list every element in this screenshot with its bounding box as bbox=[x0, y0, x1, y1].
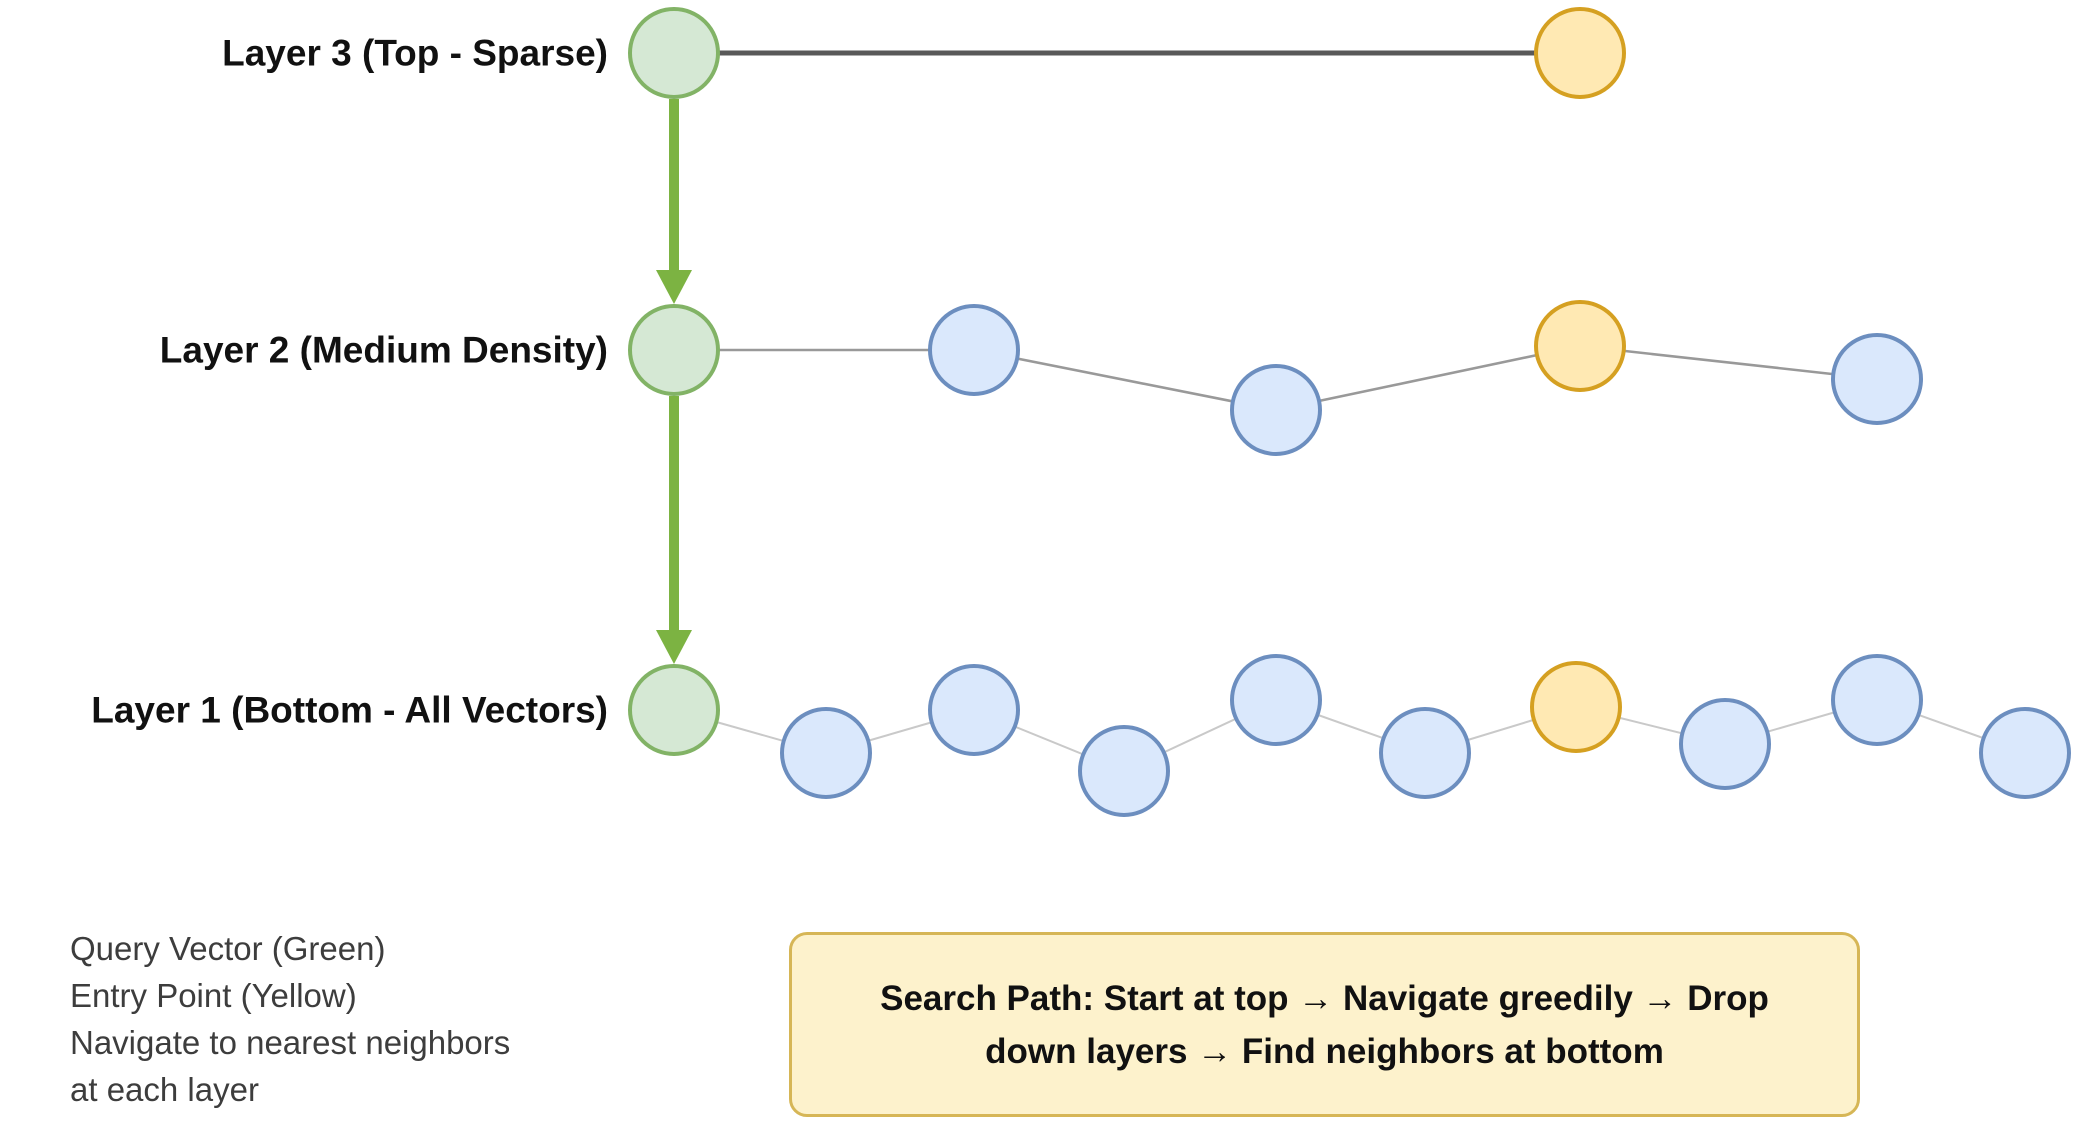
node-entry bbox=[1534, 300, 1626, 392]
legend-line: Entry Point (Yellow) bbox=[70, 977, 357, 1014]
node-vector bbox=[1979, 707, 2071, 799]
nodes-group bbox=[628, 7, 2071, 817]
node-vector bbox=[1230, 364, 1322, 456]
node-query bbox=[628, 304, 720, 396]
node-vector bbox=[1379, 707, 1471, 799]
node-entry bbox=[1534, 7, 1626, 99]
legend-line: at each layer bbox=[70, 1071, 259, 1108]
node-query bbox=[628, 664, 720, 756]
search-path-box: Search Path: Start at top → Navigate gre… bbox=[789, 932, 1860, 1117]
layer-labels-group: Layer 3 (Top - Sparse) Layer 2 (Medium De… bbox=[91, 33, 608, 731]
legend-line: Query Vector (Green) bbox=[70, 930, 386, 967]
search-path-line1: Search Path: Start at top → Navigate gre… bbox=[880, 978, 1769, 1018]
node-query bbox=[628, 7, 720, 99]
node-vector bbox=[1831, 654, 1923, 746]
node-vector bbox=[928, 664, 1020, 756]
layer-label: Layer 2 (Medium Density) bbox=[160, 330, 608, 371]
layer-label: Layer 1 (Bottom - All Vectors) bbox=[91, 690, 608, 731]
node-vector bbox=[1679, 698, 1771, 790]
node-vector bbox=[780, 707, 872, 799]
legend-line: Navigate to nearest neighbors bbox=[70, 1024, 511, 1061]
node-vector bbox=[1831, 333, 1923, 425]
node-vector bbox=[1230, 654, 1322, 746]
node-vector bbox=[928, 304, 1020, 396]
edges-group bbox=[673, 50, 2026, 772]
layer-label: Layer 3 (Top - Sparse) bbox=[222, 33, 608, 74]
search-path-line2: down layers → Find neighbors at bottom bbox=[985, 1031, 1664, 1071]
arrowhead-icon bbox=[656, 270, 692, 304]
legend: Query Vector (Green) Entry Point (Yellow)… bbox=[70, 925, 510, 1113]
descent-arrows-group bbox=[656, 99, 692, 664]
arrowhead-icon bbox=[656, 630, 692, 664]
node-vector bbox=[1078, 725, 1170, 817]
node-entry bbox=[1530, 661, 1622, 753]
layer-edge bbox=[673, 699, 2026, 772]
